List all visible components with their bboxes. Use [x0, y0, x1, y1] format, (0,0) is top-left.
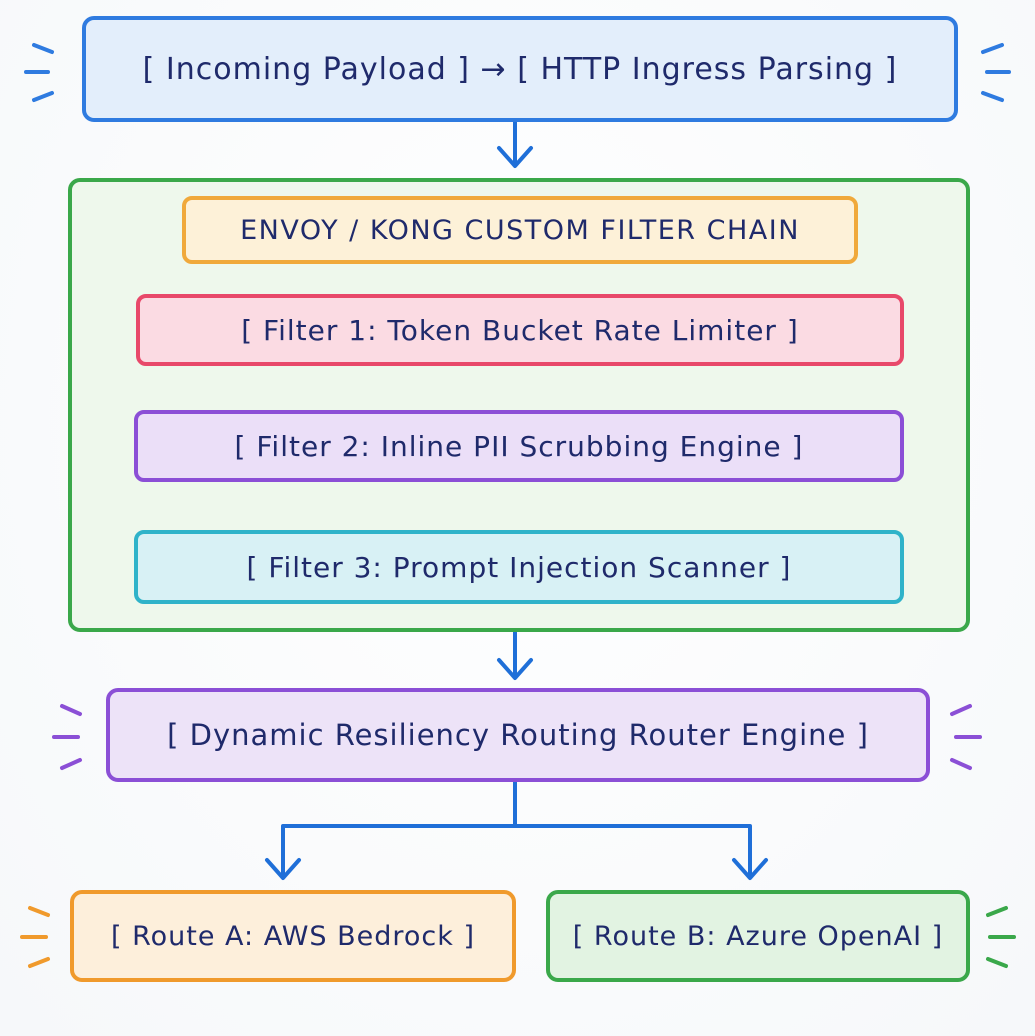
- router-box: [ Dynamic Resiliency Routing Router Engi…: [106, 688, 930, 782]
- decor-ticks-route-a: [20, 906, 50, 968]
- filter-3-label: [ Filter 3: Prompt Injection Scanner ]: [246, 550, 792, 584]
- route-b-box: [ Route B: Azure OpenAI ]: [546, 890, 970, 982]
- ingress-label: [ Incoming Payload ] → [ HTTP Ingress Pa…: [142, 51, 898, 87]
- route-a-label: [ Route A: AWS Bedrock ]: [110, 920, 476, 952]
- filter-2-box: [ Filter 2: Inline PII Scrubbing Engine …: [134, 410, 904, 482]
- route-b-label: [ Route B: Azure OpenAI ]: [572, 920, 944, 952]
- route-a-box: [ Route A: AWS Bedrock ]: [70, 890, 516, 982]
- router-label: [ Dynamic Resiliency Routing Router Engi…: [167, 718, 869, 752]
- filter-2-label: [ Filter 2: Inline PII Scrubbing Engine …: [234, 429, 804, 463]
- arrow-chain-to-router: [497, 628, 533, 680]
- filter-chain-title: ENVOY / KONG CUSTOM FILTER CHAIN: [182, 196, 858, 264]
- decor-ticks-route-b: [986, 906, 1016, 968]
- filter-1-label: [ Filter 1: Token Bucket Rate Limiter ]: [241, 313, 799, 347]
- filter-3-box: [ Filter 3: Prompt Injection Scanner ]: [134, 530, 904, 604]
- arrow-ingress-to-chain: [497, 120, 533, 168]
- arrow-router-split: [265, 780, 768, 880]
- filter-1-box: [ Filter 1: Token Bucket Rate Limiter ]: [136, 294, 904, 366]
- filter-chain-title-text: ENVOY / KONG CUSTOM FILTER CHAIN: [240, 214, 800, 246]
- ingress-box: [ Incoming Payload ] → [ HTTP Ingress Pa…: [82, 16, 958, 122]
